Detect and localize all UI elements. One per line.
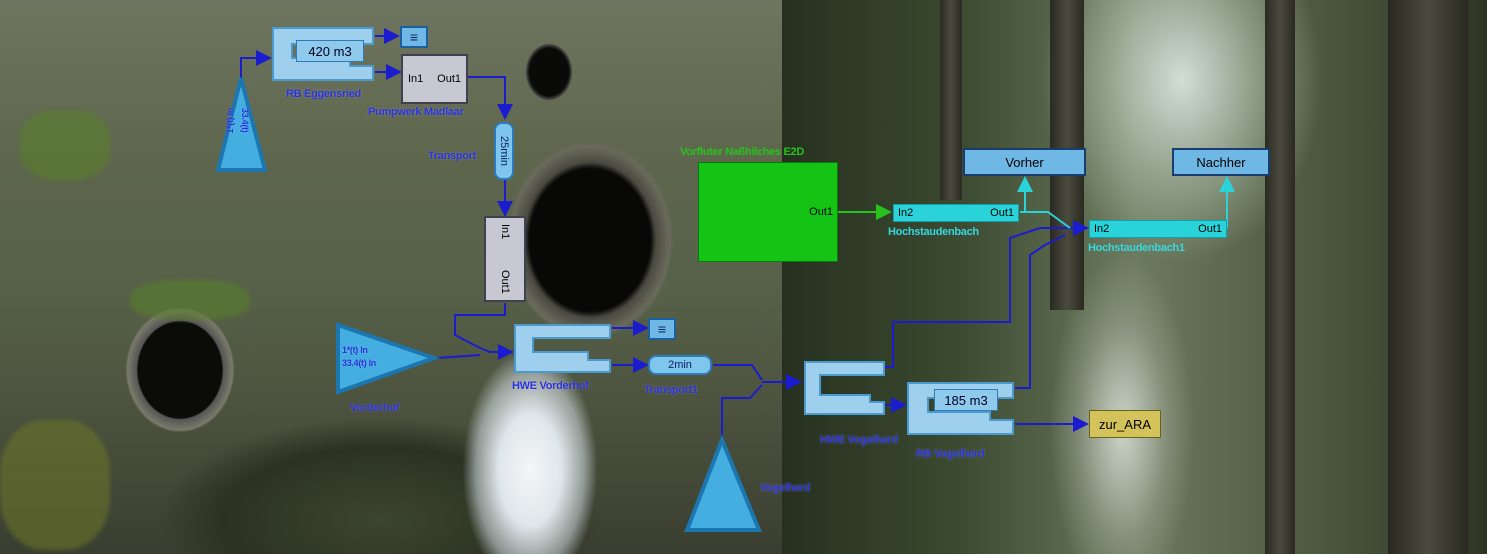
signal-line xyxy=(454,303,506,349)
rb-vogelherd-value[interactable]: 185 m3 xyxy=(934,389,998,411)
rb-vogelherd-label: RB Vogelherd xyxy=(916,448,985,460)
signal-line xyxy=(1015,244,1046,389)
signal-line xyxy=(885,227,1041,368)
hochstauden-in-port: In2 xyxy=(898,207,914,219)
pumpwerk-label: Pumpwerk Madlaar xyxy=(368,106,464,118)
signal-line xyxy=(713,364,763,381)
vorher-display[interactable]: Vorher xyxy=(963,148,1086,176)
vogelherd-gain-block xyxy=(684,434,762,532)
hochstauden-label: Hochstaudenbach xyxy=(888,226,979,238)
moss-patch xyxy=(20,110,110,180)
transport1-block[interactable]: 2min xyxy=(648,355,712,375)
signal-line xyxy=(1020,211,1071,229)
subsystem-in-port: In1 xyxy=(499,224,511,240)
hochstauden1-block[interactable]: In2 Out1 xyxy=(1089,220,1227,238)
tree-trunk xyxy=(1265,0,1295,554)
subsystem-block[interactable]: In1 Out1 xyxy=(484,216,526,302)
signal-line xyxy=(1044,234,1066,246)
hwe-vorderhof-shape xyxy=(514,324,611,373)
eggensried-ramp-text: 1*(t) ln xyxy=(225,108,235,134)
rb-eggensried-label: RB Eggensried xyxy=(286,88,361,100)
transport-block[interactable]: 25min xyxy=(494,122,514,180)
nachher-display[interactable]: Nachher xyxy=(1172,148,1270,176)
eggensried-ramp-block xyxy=(215,77,268,172)
tree-trunk xyxy=(1388,0,1468,554)
moss-patch xyxy=(0,420,110,550)
signal-line xyxy=(435,354,481,359)
signal-line xyxy=(468,76,513,120)
terminator-block-mid[interactable]: ≡ xyxy=(648,318,676,340)
vorfluter-label: Vorfluter Naßhilches E2D xyxy=(680,146,805,158)
vorderhof-gain-text1: 1*(t) ln xyxy=(342,345,368,355)
vorderhof-gain-block xyxy=(336,322,441,395)
transport1-label: Transport1 xyxy=(644,384,698,396)
terminator-block-top[interactable]: ≡ xyxy=(400,26,428,48)
hochstauden-out-port: Out1 xyxy=(990,207,1014,219)
moss-patch xyxy=(130,280,250,320)
pumpwerk-block[interactable]: In1 Out1 xyxy=(401,54,468,104)
pumpwerk-in-port: In1 xyxy=(408,73,424,85)
pumpwerk-out-port: Out1 xyxy=(437,73,461,85)
vorfluter-block[interactable]: Out1 xyxy=(698,162,838,262)
signal-line xyxy=(721,384,763,440)
vorderhof-label: Vorderhof xyxy=(350,402,400,414)
hochstauden1-label: Hochstaudenbach1 xyxy=(1088,242,1185,254)
hochstauden1-out-port: Out1 xyxy=(1198,223,1222,235)
hwe-vorderhof-label: HWE Vorderhof xyxy=(512,380,589,392)
hochstauden1-in-port: In2 xyxy=(1094,223,1110,235)
background-right-forest xyxy=(782,0,1487,554)
vorderhof-gain-text2: 33.4(t) ln xyxy=(342,358,377,368)
tree-trunk xyxy=(940,0,962,200)
hwe-vogelherd-label: HWE Vogelherd xyxy=(820,434,898,446)
transport-label: Transport xyxy=(428,150,477,162)
eggensried-ramp-text2: 33.4(t) xyxy=(240,108,250,133)
signal-line xyxy=(479,344,514,360)
subsystem-out-port: Out1 xyxy=(499,270,511,294)
hwe-vogelherd-shape xyxy=(804,361,885,415)
hochstauden-block[interactable]: In2 Out1 xyxy=(893,204,1019,222)
rb-eggensried-value[interactable]: 420 m3 xyxy=(296,40,364,62)
zur-ara-goto[interactable]: zur_ARA xyxy=(1089,410,1161,438)
background-left-culvert xyxy=(0,0,782,554)
vogelherd-label: Vogelherd xyxy=(760,482,811,494)
